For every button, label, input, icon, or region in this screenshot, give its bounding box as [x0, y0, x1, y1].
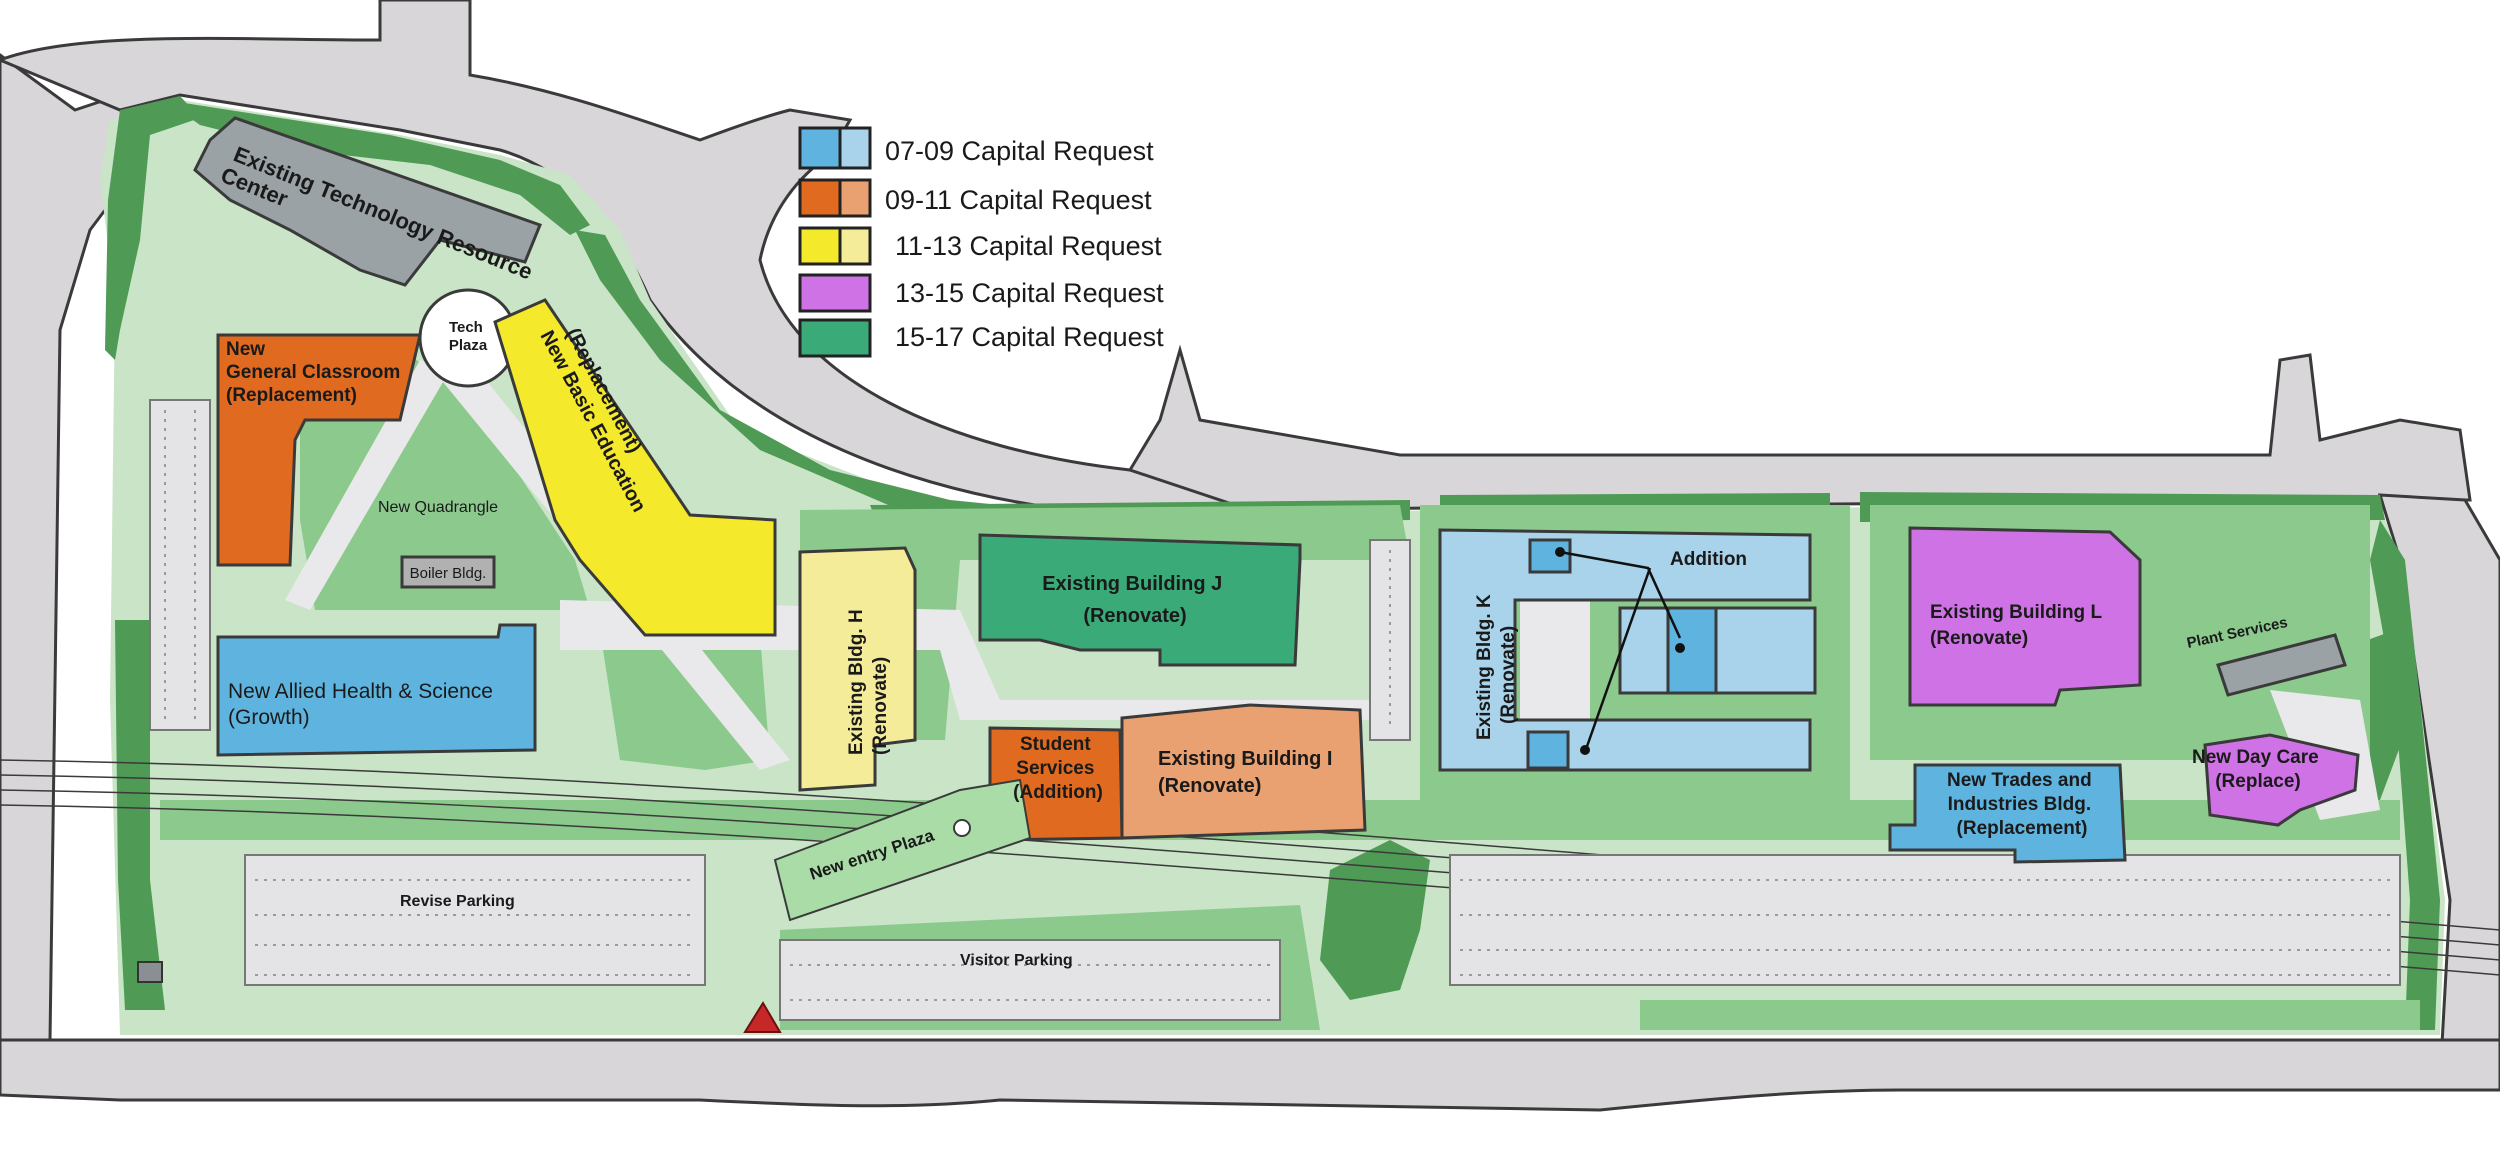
building-basic-education — [493, 298, 777, 637]
building-k — [1438, 528, 1812, 772]
building-day-care — [2203, 733, 2360, 827]
label-allied-health: New Allied Health & Science (Growth) — [228, 680, 499, 729]
label-tech-plaza: Tech Plaza — [449, 319, 488, 354]
buildings — [137, 116, 2360, 1033]
small-structure-sw — [137, 961, 163, 983]
label-addition: Addition — [1670, 549, 1747, 570]
legend-label-13-15: 13-15 Capital Request — [895, 278, 1164, 308]
label-building-j: Existing Building J (Renovate) — [1042, 573, 1228, 627]
building-h — [798, 546, 917, 792]
label-general-classroom: New General Classroom (Replacement) — [226, 339, 406, 406]
legend-item-11-13: 11-13 Capital Request — [798, 226, 1162, 266]
building-k-addition-2 — [1666, 606, 1718, 695]
parking — [149, 399, 2401, 1021]
legend-item-15-17: 15-17 Capital Request — [798, 318, 1164, 358]
legend-label-07-09: 07-09 Capital Request — [885, 136, 1154, 166]
label-boiler: Boiler Bldg. — [410, 565, 487, 582]
label-building-i: Existing Building I (Renovate) — [1158, 748, 1338, 797]
building-k-addition-3 — [1526, 730, 1570, 770]
building-trades — [1888, 763, 2127, 864]
label-day-care: New Day Care (Replace) — [2192, 747, 2324, 792]
road-top — [1127, 344, 2472, 512]
walkway-k-courtyard — [1520, 580, 1590, 720]
label-student-services: Student Services (Addition) — [1013, 734, 1103, 803]
building-plant-services — [2216, 633, 2347, 697]
building-k-addition-1 — [1528, 538, 1572, 574]
legend-label-15-17: 15-17 Capital Request — [895, 322, 1164, 352]
walkway-diagonal-sw — [285, 360, 450, 610]
legend-label-11-13: 11-13 Capital Request — [895, 231, 1162, 261]
legend-item-07-09: 07-09 Capital Request — [798, 126, 1154, 170]
legend-label-09-11: 09-11 Capital Request — [885, 185, 1152, 215]
road-north-curve — [0, 0, 1252, 517]
label-visitor-parking: Visitor Parking — [960, 952, 1073, 969]
label-revise-parking: Revise Parking — [400, 893, 515, 910]
lawn-south-h — [600, 630, 770, 770]
lawn-j — [800, 505, 1410, 740]
label-building-k: Existing Bldg. K (Renovate) — [1474, 589, 1519, 740]
label-trades: New Trades and Industries Bldg. (Replace… — [1947, 770, 2097, 839]
building-general-classroom — [216, 333, 422, 567]
hedge-tech-east — [575, 230, 1000, 520]
road-network — [0, 0, 2500, 1112]
legend-item-13-15: 13-15 Capital Request — [798, 273, 1164, 313]
entrance-triangle-icon — [743, 1001, 782, 1033]
entry-plaza — [773, 778, 1032, 922]
label-building-l: Existing Building L (Renovate) — [1930, 602, 2107, 649]
label-building-h: Existing Bldg. H (Renovate) — [846, 604, 891, 755]
road-bottom — [0, 1038, 2500, 1112]
legend-item-09-11: 09-11 Capital Request — [798, 178, 1152, 218]
building-l — [1908, 526, 2142, 707]
building-j — [978, 533, 1302, 667]
legend: 07-09 Capital Request 09-11 Capital Requ… — [798, 126, 1164, 358]
lawn-south-right — [1640, 1000, 2420, 1030]
hedge-north-left — [105, 96, 200, 360]
building-boiler — [400, 555, 496, 589]
building-technology-center — [193, 116, 542, 287]
building-allied-health — [216, 623, 537, 757]
addition-leaders — [1555, 547, 1685, 755]
building-i — [1120, 703, 1367, 840]
label-quadrangle: New Quadrangle — [378, 499, 498, 516]
hedge-left — [115, 620, 165, 1010]
